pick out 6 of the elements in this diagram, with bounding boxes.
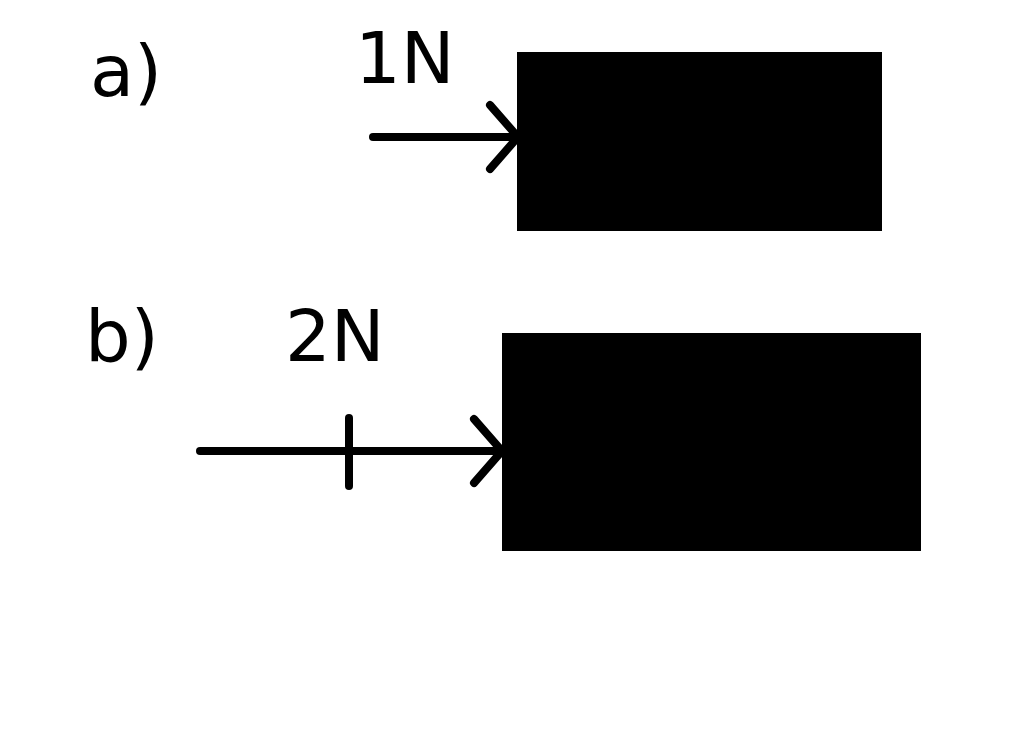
force-value: 1N <box>355 22 455 94</box>
panel-label: a) <box>90 35 163 107</box>
panel-label: b) <box>85 300 159 372</box>
force-value: 2N <box>285 300 385 372</box>
block <box>502 333 921 551</box>
block <box>517 52 882 231</box>
